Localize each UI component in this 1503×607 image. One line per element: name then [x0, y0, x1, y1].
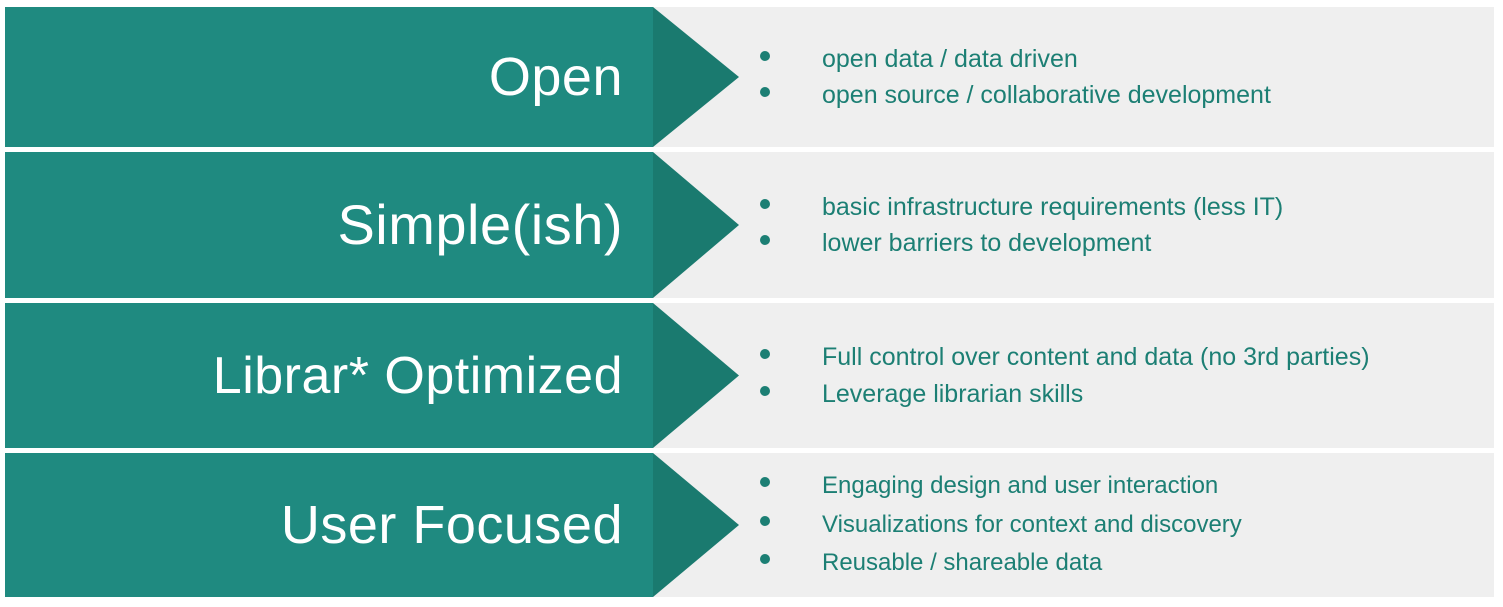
chevron-heading: Simple(ish) — [337, 193, 623, 256]
chevron-bar-body — [5, 152, 653, 298]
list-item-label: Engaging design and user interaction — [822, 472, 1219, 500]
list-item: Leverage librarian skills — [760, 376, 1495, 413]
bullet-list: Engaging design and user interaction Vis… — [760, 453, 1503, 597]
bullet-dot-icon — [760, 554, 770, 565]
bullet-list: open data / data driven open source / co… — [760, 7, 1503, 147]
bullet-dot-icon — [760, 87, 770, 97]
list-item-label: Reusable / shareable data — [822, 549, 1103, 577]
bullet-dot-icon — [760, 515, 770, 526]
list-item: Reusable / shareable data — [760, 544, 1495, 582]
bullet-list: basic infrastructure requirements (less … — [760, 152, 1503, 298]
bullet-dot-icon — [760, 477, 770, 488]
chevron-bar-body — [5, 7, 653, 147]
bullet-panel — [653, 7, 1494, 147]
list-item-label: Leverage librarian skills — [822, 379, 1084, 408]
bullet-dot-icon — [760, 50, 770, 61]
bullet-dot-icon — [760, 198, 770, 209]
list-item-label: open data / data driven — [822, 44, 1078, 73]
chevron-bar-body — [5, 303, 653, 448]
list-item: lower barriers to development — [760, 225, 1495, 262]
list-item: Full control over content and data (no 3… — [760, 339, 1495, 376]
bullet-panel — [653, 453, 1494, 597]
bullet-panel — [653, 152, 1494, 298]
list-item: open data / data driven — [760, 41, 1495, 78]
list-item-label: basic infrastructure requirements (less … — [822, 192, 1284, 221]
bullet-panel — [653, 303, 1494, 448]
list-item-label: Visualizations for context and discovery — [822, 510, 1242, 538]
chevron-row: Simple(ish) basic infrastructure require… — [0, 152, 1503, 298]
chevron-heading: User Focused — [280, 495, 623, 555]
list-item-label: open source / collaborative development — [822, 81, 1271, 109]
chevron-bar-body — [5, 453, 653, 597]
list-item: Visualizations for context and discovery — [760, 506, 1495, 544]
chevron-row: Open open data / data driven open source… — [0, 7, 1503, 147]
chevron-heading: Open — [488, 47, 623, 107]
list-item-label: Full control over content and data (no 3… — [822, 343, 1370, 371]
list-item: Engaging design and user interaction — [760, 467, 1495, 505]
bullet-dot-icon — [760, 235, 770, 245]
bullet-list: Full control over content and data (no 3… — [760, 303, 1503, 448]
chevron-heading: Librar* Optimized — [212, 346, 623, 405]
bullet-dot-icon — [760, 349, 770, 359]
list-item: open source / collaborative development — [760, 77, 1495, 114]
bullet-dot-icon — [760, 385, 770, 396]
chevron-row: Librar* Optimized Full control over cont… — [0, 303, 1503, 448]
list-item-label: lower barriers to development — [822, 229, 1152, 257]
chevron-row: User Focused Engaging design and user in… — [0, 453, 1503, 597]
list-item: basic infrastructure requirements (less … — [760, 189, 1495, 226]
